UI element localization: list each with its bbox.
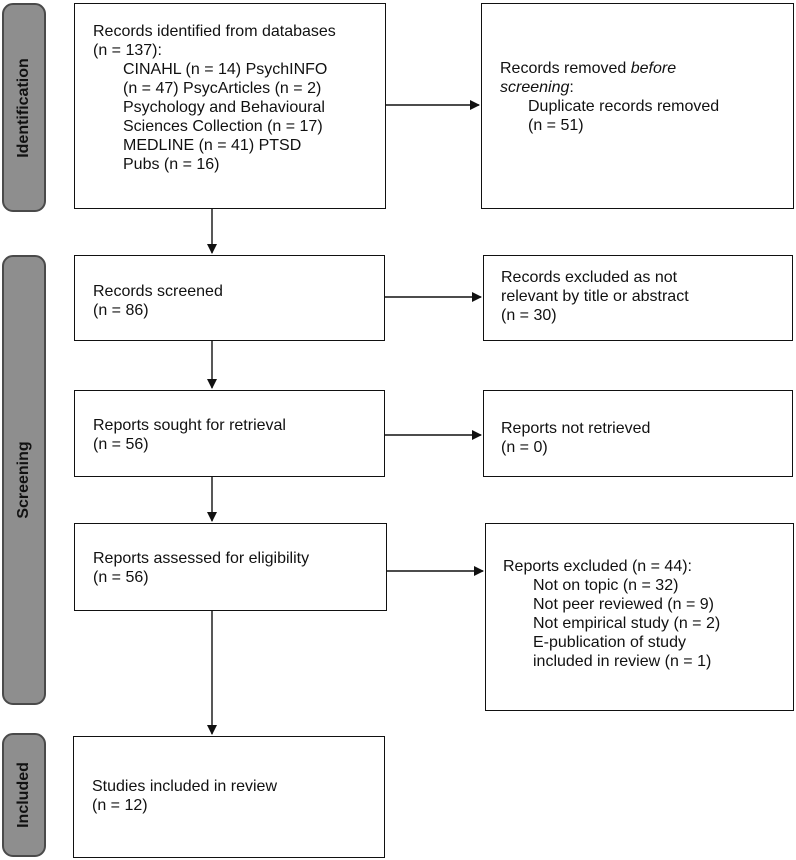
records-identified-title: Records identified from databases (n = 1… <box>93 23 336 59</box>
records-excluded-count: (n = 30) <box>501 307 557 324</box>
reports-assessed-count: (n = 56) <box>93 569 149 586</box>
records-screened-label: Records screened <box>93 283 223 300</box>
reports-assessed-box: Reports assessed for eligibility (n = 56… <box>74 523 387 611</box>
reports-not-retrieved-box: Reports not retrieved (n = 0) <box>483 390 793 477</box>
records-removed-title-text: Records removed <box>500 60 631 77</box>
records-excluded-box: Records excluded as not relevant by titl… <box>483 255 793 341</box>
reports-excluded-box: Reports excluded (n = 44): Not on topic … <box>485 523 794 711</box>
studies-included-label: Studies included in review <box>92 778 277 795</box>
database-line: CINAHL (n = 14) PsychINFO <box>123 61 328 78</box>
exclusion-reason: Not peer reviewed (n = 9) <box>533 596 714 613</box>
phase-screening: Screening <box>2 255 46 705</box>
database-line: Sciences Collection (n = 17) <box>123 118 323 135</box>
reports-not-retrieved-count: (n = 0) <box>501 439 548 456</box>
exclusion-reason: E-publication of study <box>533 634 686 651</box>
phase-identification-label: Identification <box>15 57 32 158</box>
records-identified-box: Records identified from databases (n = 1… <box>74 3 386 209</box>
records-removed-title: Records removed before screening: <box>500 59 700 97</box>
records-removed-box: Records removed before screening: Duplic… <box>481 3 794 209</box>
reports-excluded-title: Reports excluded (n = 44): <box>503 558 692 575</box>
phase-screening-label: Screening <box>15 441 32 519</box>
records-screened-count: (n = 86) <box>93 302 149 319</box>
phase-included: Included <box>2 733 46 857</box>
duplicates-count: (n = 51) <box>528 117 584 134</box>
records-excluded-line: Records excluded as not <box>501 269 678 286</box>
phase-identification: Identification <box>2 3 46 212</box>
reports-not-retrieved-label: Reports not retrieved <box>501 420 651 437</box>
database-line: Psychology and Behavioural <box>123 99 325 116</box>
studies-included-count: (n = 12) <box>92 797 148 814</box>
exclusion-reason: Not empirical study (n = 2) <box>533 615 721 632</box>
records-removed-title-emphasis: before screening <box>500 60 677 96</box>
reports-sought-label: Reports sought for retrieval <box>93 417 286 434</box>
exclusion-reason: Not on topic (n = 32) <box>533 577 679 594</box>
records-screened-box: Records screened (n = 86) <box>74 255 385 341</box>
studies-included-box: Studies included in review (n = 12) <box>73 736 385 858</box>
reports-sought-box: Reports sought for retrieval (n = 56) <box>74 390 385 477</box>
database-line: MEDLINE (n = 41) PTSD <box>123 137 302 154</box>
reports-sought-count: (n = 56) <box>93 436 149 453</box>
phase-included-label: Included <box>15 762 32 828</box>
duplicates-line: Duplicate records removed <box>528 98 720 115</box>
records-removed-title-colon: : <box>569 79 574 96</box>
records-excluded-line: relevant by title or abstract <box>501 288 689 305</box>
reports-assessed-label: Reports assessed for eligibility <box>93 550 310 567</box>
exclusion-reason: included in review (n = 1) <box>533 653 712 670</box>
database-line: (n = 47) PsycArticles (n = 2) <box>123 80 322 97</box>
database-line: Pubs (n = 16) <box>123 156 220 173</box>
